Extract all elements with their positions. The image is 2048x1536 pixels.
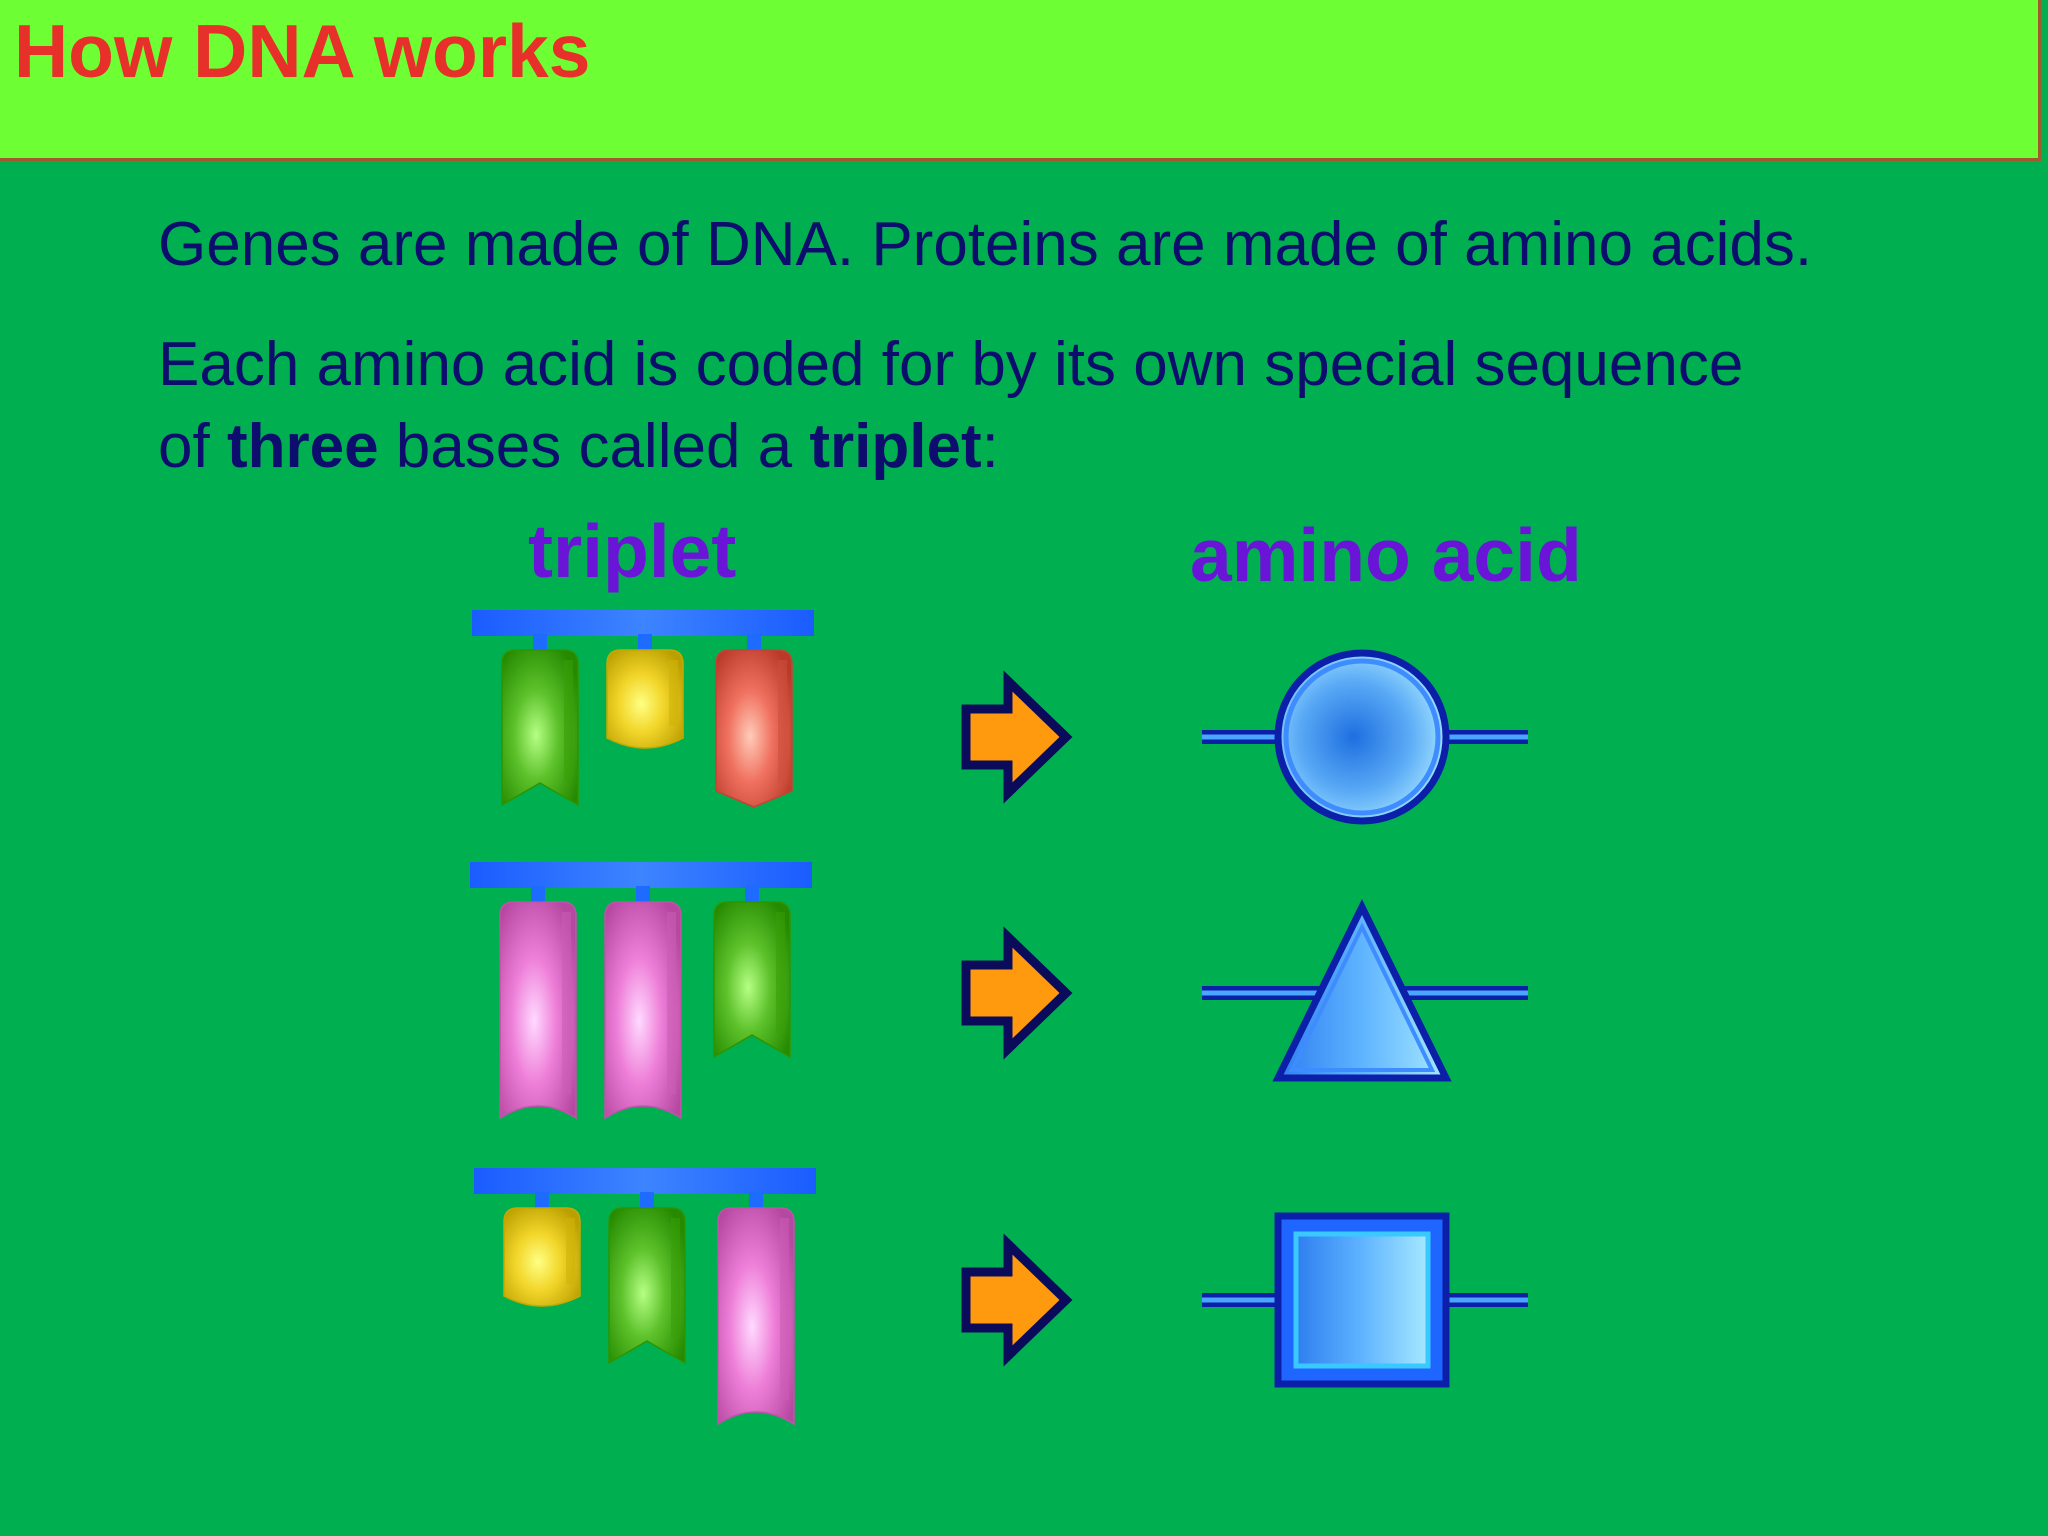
base-pink <box>717 1207 795 1426</box>
base-shadow <box>671 1218 680 1339</box>
arrow-icon <box>961 1233 1073 1367</box>
base-pink <box>499 901 577 1120</box>
triplet-heading: triplet <box>528 509 737 593</box>
paragraph-amino-acid: Each amino acid is coded for by its own … <box>158 324 1743 488</box>
base-shadow <box>566 1218 575 1284</box>
title-bar: How DNA works <box>0 0 2041 161</box>
amino-acid-heading: amino acid <box>1190 513 1582 597</box>
backbone-bar <box>470 862 812 888</box>
amino-acid-square-inner <box>1293 1231 1431 1369</box>
base-red <box>715 649 793 808</box>
paragraph-genes: Genes are made of DNA. Proteins are made… <box>158 210 1813 279</box>
triplet-row-2 <box>470 862 1528 1120</box>
backbone-bar <box>474 1168 816 1194</box>
paragraph-line2-mid: bases called a <box>378 412 810 481</box>
paragraph-line1: Each amino acid is coded for by its own … <box>158 330 1744 399</box>
arrow-icon <box>961 670 1073 804</box>
base-yellow <box>503 1207 581 1307</box>
base-shadow <box>667 912 676 1094</box>
base-green <box>501 649 579 807</box>
base-shadow <box>778 660 787 783</box>
amino-acid-triangle-rim <box>1288 922 1436 1072</box>
bold-three: three <box>226 412 379 481</box>
base-pink <box>604 901 682 1120</box>
base-shadow <box>564 660 573 781</box>
base-green <box>713 901 791 1059</box>
amino-acid-circle <box>1274 649 1450 825</box>
base-green <box>608 1207 686 1365</box>
triplet-row-1 <box>472 610 1528 825</box>
paragraph-line2-suffix: : <box>981 412 999 481</box>
bold-triplet: triplet <box>809 412 982 481</box>
base-yellow <box>606 649 684 749</box>
backbone-bar <box>472 610 814 636</box>
arrow-icon <box>961 926 1073 1060</box>
amino-acid-circle-rim <box>1283 658 1441 816</box>
base-shadow <box>780 1218 789 1400</box>
triplet-row-3 <box>474 1168 1528 1426</box>
base-shadow <box>669 660 678 726</box>
slide-title: How DNA works <box>14 9 591 93</box>
base-shadow <box>562 912 571 1094</box>
base-shadow <box>776 912 785 1033</box>
amino-acid-triangle <box>1272 899 1452 1082</box>
paragraph-line2-prefix: of <box>158 412 227 481</box>
